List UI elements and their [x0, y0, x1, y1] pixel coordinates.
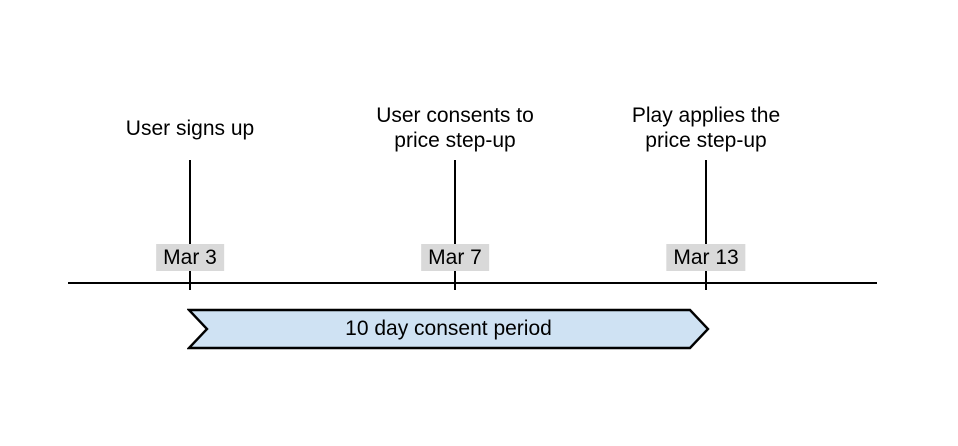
timeline-event-signup: User signs up Mar 3 [60, 0, 320, 300]
timeline-event-consent: User consents to price step-up Mar 7 [325, 0, 585, 300]
event-date-badge: Mar 3 [156, 244, 224, 271]
timeline-event-apply: Play applies the price step-up Mar 13 [576, 0, 836, 300]
banner-chevron-polygon [187, 308, 710, 350]
event-date-badge: Mar 7 [421, 244, 489, 271]
timeline-axis-line [68, 282, 877, 284]
consent-period-banner: 10 day consent period [187, 308, 710, 350]
event-tick-line [705, 160, 707, 290]
banner-chevron-shape [187, 308, 710, 350]
event-tick-line [454, 160, 456, 290]
banner-label: 10 day consent period [345, 317, 552, 340]
event-label: Play applies the price step-up [631, 104, 781, 152]
event-tick-line [189, 160, 191, 290]
event-label: User signs up [125, 116, 255, 140]
event-date-badge: Mar 13 [666, 244, 746, 271]
event-label: User consents to price step-up [376, 104, 534, 152]
